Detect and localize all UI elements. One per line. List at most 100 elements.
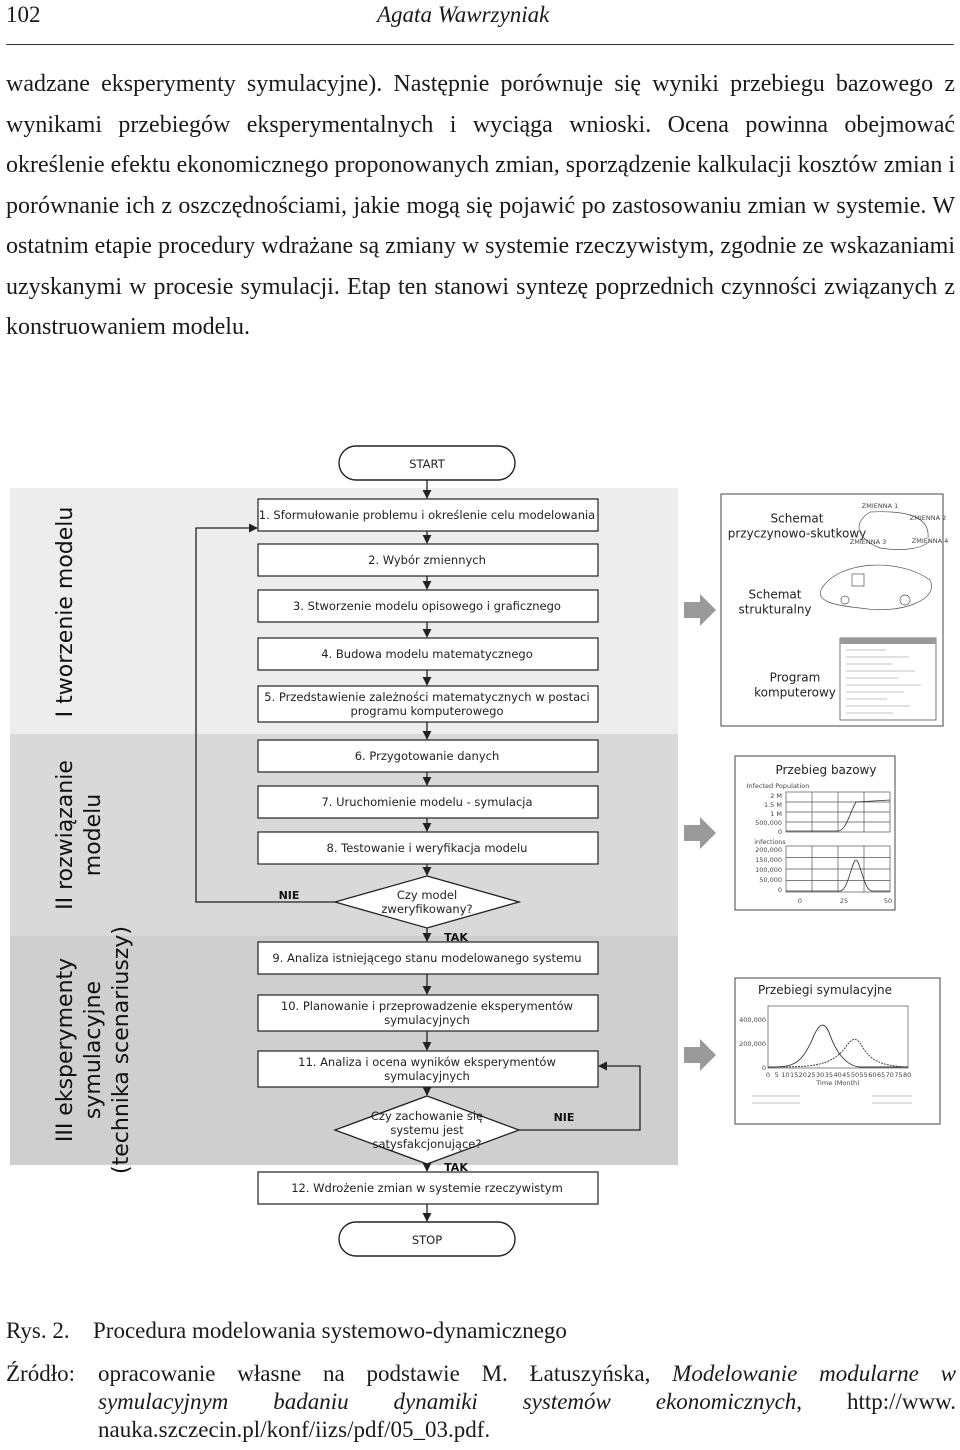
source-text-after: , http://www. nauka.szczecin.pl/konf/iiz… <box>98 1389 956 1442</box>
flow-connector <box>195 523 335 903</box>
phase-label-line: II rozwiązanie <box>53 760 78 910</box>
process-box <box>257 589 599 623</box>
x-tick-label: 0 <box>766 1071 770 1079</box>
y-tick-label: 0 <box>778 828 782 836</box>
series-line <box>767 1024 908 1068</box>
process-box <box>257 637 599 671</box>
x-tick-label: 5 <box>775 1071 779 1079</box>
branch-no-label: NIE <box>554 1111 575 1124</box>
thumb-label: Schemat <box>749 588 802 602</box>
page-number: 102 <box>6 2 41 27</box>
x-tick-label: 10 <box>781 1071 789 1079</box>
process-label: 4. Budowa modelu matematycznego <box>321 647 532 661</box>
x-tick-label: 60 <box>868 1071 876 1079</box>
process-label: 9. Analiza istniejącego stanu modelowane… <box>272 951 581 965</box>
plot-frame <box>767 1005 909 1069</box>
process-label: 3. Stworzenie modelu opisowego i graficz… <box>293 599 561 613</box>
y-tick-label: 1 M <box>770 810 782 818</box>
process-box <box>257 498 599 532</box>
y-tick-label: 200,000 <box>739 1040 766 1048</box>
x-tick-label: 45 <box>842 1071 850 1079</box>
causal-loop-arrows <box>858 511 931 550</box>
structure-loop <box>820 564 932 611</box>
running-head: Agata Wawrzyniak <box>377 2 550 27</box>
process-label: 1. Sformułowanie problemu i określenie c… <box>259 508 595 522</box>
x-tick-label: 50 <box>884 897 892 905</box>
x-axis-label: Time (Month) <box>815 1079 859 1087</box>
phase-label-line: symulacyjne <box>81 981 106 1119</box>
process-box <box>257 785 599 819</box>
process-box <box>257 1171 599 1205</box>
header-rule <box>6 44 954 45</box>
x-tick-label: 0 <box>798 897 802 905</box>
x-tick-label: 20 <box>799 1071 807 1079</box>
process-label: 7. Uruchomienie modelu - symulacja <box>321 795 532 809</box>
thumb-label: strukturalny <box>738 603 811 617</box>
page-header: 102 Agata Wawrzyniak <box>0 0 960 46</box>
x-tick-label: 15 <box>790 1071 798 1079</box>
process-label: 11. Analiza i ocena wyników eksperymentó… <box>298 1055 556 1069</box>
branch-yes-label: TAK <box>444 931 468 944</box>
flow-valve-icon <box>899 594 911 606</box>
decision-label: Czy zachowanie się <box>371 1109 483 1123</box>
stop-terminal-label: STOP <box>412 1233 442 1247</box>
flow-connector <box>519 1061 641 1131</box>
thumb-label: Program <box>770 671 821 685</box>
y-tick-label: 150,000 <box>755 856 782 864</box>
process-label: 2. Wybór zmiennych <box>368 553 486 567</box>
grey-arrow-icon <box>684 817 716 849</box>
y-tick-label: 50,000 <box>759 876 782 884</box>
source-label: Źródło: <box>6 1361 75 1386</box>
branch-no-label: NIE <box>279 889 300 902</box>
process-box <box>257 1050 599 1088</box>
process-label: programu komputerowego <box>350 704 503 718</box>
process-label: symulacyjnych <box>384 1069 470 1083</box>
process-box <box>257 994 599 1032</box>
y-tick-label: 400,000 <box>739 1016 766 1024</box>
phase-label-line: III eksperymenty <box>53 958 78 1142</box>
y-tick-label: 2 M <box>770 792 782 800</box>
phase-label-line: (technika scenariuszy) <box>109 926 134 1174</box>
stock-icon <box>851 573 865 587</box>
y-tick-label: 100,000 <box>755 866 782 874</box>
thumb-label: komputerowy <box>754 686 836 700</box>
source-text-before: opracowanie własne na podstawie M. Łatus… <box>98 1361 673 1386</box>
start-terminal <box>338 445 516 481</box>
x-tick-label: 80 <box>903 1071 911 1079</box>
panel-title: Infected Population <box>747 782 810 790</box>
figure-caption: Rys. 2.Procedura modelowania systemowo-d… <box>6 1318 567 1344</box>
process-box <box>257 739 599 773</box>
x-tick-label: 35 <box>825 1071 833 1079</box>
series-line <box>786 859 890 892</box>
decision-label: zweryfikowany? <box>381 902 472 916</box>
phase-label-line: I tworzenie modelu <box>53 507 78 718</box>
auxiliary-icon <box>840 595 850 605</box>
phase-label-line: modelu <box>81 794 106 876</box>
node-label: ZMIENNA 2 <box>910 514 946 522</box>
x-tick-label: 55 <box>860 1071 868 1079</box>
figure-title: Procedura modelowania systemowo-dynamicz… <box>93 1318 567 1343</box>
process-box <box>257 831 599 865</box>
process-box <box>257 941 599 975</box>
x-tick-label: 40 <box>833 1071 841 1079</box>
process-label: 8. Testowanie i weryfikacja modelu <box>327 841 528 855</box>
process-label: 10. Planowanie i przeprowadzenie ekspery… <box>281 999 573 1013</box>
x-tick-label: 75 <box>894 1071 902 1079</box>
thumb-label: przyczynowo-skutkowy <box>728 527 867 541</box>
source-citation: opracowanie własne na podstawie M. Łatus… <box>98 1360 956 1444</box>
decision-label: Czy model <box>397 888 457 902</box>
stop-terminal <box>338 1221 516 1257</box>
process-box <box>257 685 599 723</box>
grey-arrow-icon <box>684 594 716 626</box>
decision-diamond <box>333 1095 521 1165</box>
x-tick-label: 70 <box>886 1071 894 1079</box>
process-box <box>257 543 599 577</box>
panel-title: infections <box>754 838 786 846</box>
decision-diamond <box>332 875 522 929</box>
process-label: 6. Przygotowanie danych <box>355 749 500 763</box>
program-listing <box>839 637 937 721</box>
y-tick-label: 200,000 <box>755 846 782 854</box>
